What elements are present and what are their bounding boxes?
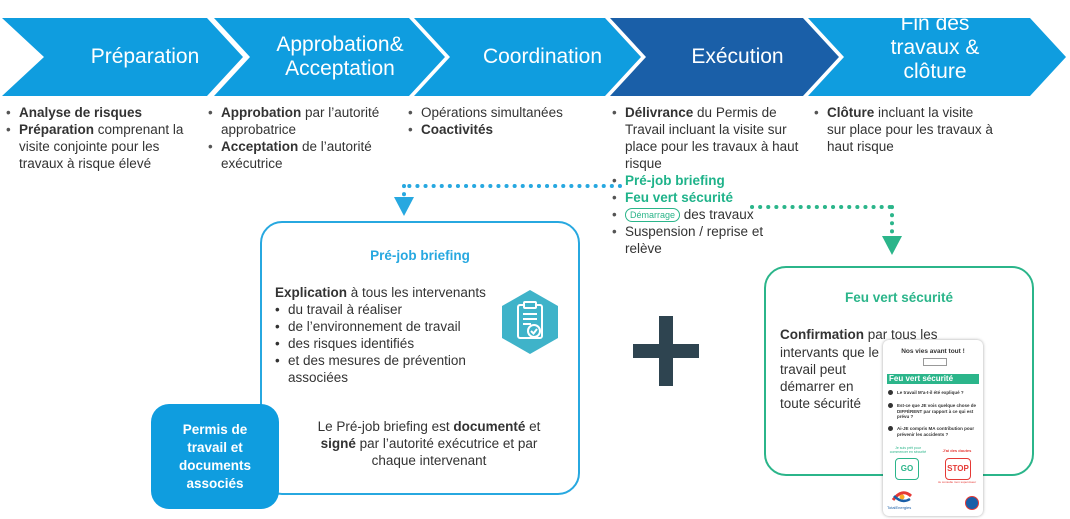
permis-label: Permis de travail et documents associés (178, 421, 251, 491)
column-preparation: Analyse de risques Préparation comprenan… (6, 104, 196, 172)
list-item: Analyse de risques (6, 104, 196, 121)
prejob-intro: Explication à tous les intervenants (275, 285, 486, 300)
step-execution-label: Exécution (691, 45, 784, 68)
card-header: Nos vies avant tout ! (901, 348, 965, 355)
step-approbation-label: Approbation& Acceptation (276, 33, 404, 80)
arrow-down-icon (394, 197, 414, 216)
feu-vert-text-2: intervants que le travail peut démarrer … (780, 345, 880, 411)
step-coordination-label: Coordination (482, 45, 603, 68)
list-item: Démarrage des travaux (612, 206, 802, 223)
prejob-title: Pré-job briefing (370, 248, 470, 263)
chevron-coordination (409, 18, 646, 96)
plus-icon (633, 316, 699, 386)
feu-vert-text: Confirmation par tous les (780, 327, 938, 342)
step-fin-label: Fin des travaux & clôture (890, 12, 980, 83)
feu-vert-title: Feu vert sécurité (844, 290, 954, 305)
demarrage-tag: Démarrage (625, 208, 681, 223)
list-item: Préparation comprenant la visite conjoin… (6, 121, 196, 172)
card-q1: Le travail M'a-t-il été expliqué ? (897, 390, 964, 395)
chevron-preparation (2, 18, 250, 96)
list-item: Feu vert sécurité (612, 189, 802, 206)
card-go-caption: Je suis prêt pour commencer en sécurité (889, 446, 927, 454)
process-chevrons (2, 18, 1066, 96)
arrow-down-icon (882, 236, 902, 255)
list-item: et des mesures de prévention associées (275, 352, 515, 386)
badge-icon (965, 496, 979, 510)
list-item: du travail à réaliser (275, 301, 515, 318)
list-item: Acceptation de l’autorité exécutrice (208, 138, 403, 172)
feu-vert-card: Nos vies avant tout ! Feu vert sécurité … (883, 340, 983, 516)
chevron-fin (803, 18, 1066, 96)
card-banner: Feu vert sécurité (887, 374, 979, 384)
card-stop-sub: Je consulte mon superviseur (937, 480, 977, 484)
card-stop-button: STOP (945, 458, 971, 480)
list-item: Coactivités (408, 121, 603, 138)
list-item: Suspension / reprise et relève (612, 223, 802, 257)
card-q3: Ai-JE compris MA contribution pour préve… (897, 426, 975, 437)
list-item: de l’environnement de travail (275, 318, 515, 335)
list-item: des risques identifiés (275, 335, 515, 352)
card-brand: TotalEnergies (887, 505, 912, 510)
prejob-footer: Le Pré-job briefing est documenté et sig… (317, 419, 541, 468)
list-item: Approbation par l’autorité approbatrice (208, 104, 403, 138)
prejob-list: du travail à réaliser de l’environnement… (275, 301, 515, 386)
column-coordination: Opérations simultanées Coactivités (408, 104, 603, 138)
column-fin: Clôture incluant la visite sur place pou… (814, 104, 994, 155)
step-preparation-label: Préparation (90, 45, 200, 68)
chevron-approbation (207, 18, 450, 96)
permis-box: Permis de travail et documents associés (151, 404, 279, 509)
card-icons (923, 358, 947, 366)
chevron-execution (605, 18, 844, 96)
column-execution: Délivrance du Permis de Travail incluant… (612, 104, 802, 257)
card-go-button: GO (895, 458, 919, 480)
list-item: Clôture incluant la visite sur place pou… (814, 104, 994, 155)
column-approbation: Approbation par l’autorité approbatrice … (208, 104, 403, 172)
list-item: Pré-job briefing (612, 172, 802, 189)
list-item: Opérations simultanées (408, 104, 603, 121)
card-stop-caption: J'ai des doutes (942, 448, 972, 453)
totalenergies-logo-icon (891, 490, 913, 504)
list-item: Délivrance du Permis de Travail incluant… (612, 104, 802, 172)
card-q2: Est-ce que JE vois quelque chose de DIFF… (897, 403, 977, 419)
clipboard-check-icon (496, 288, 564, 356)
